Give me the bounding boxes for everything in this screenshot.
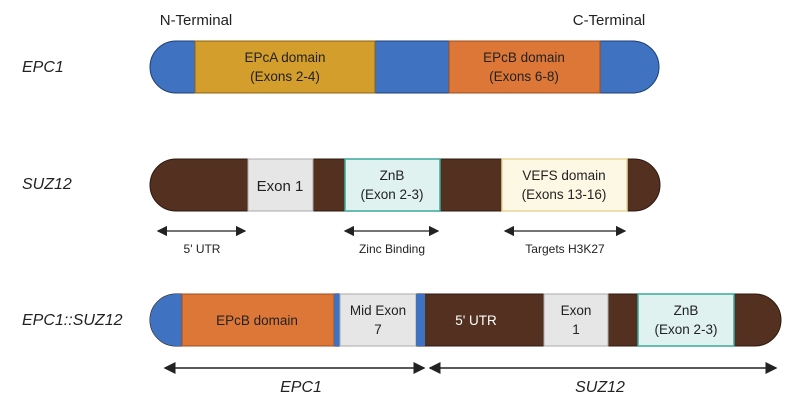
fusion-bar bbox=[149, 293, 782, 347]
fusion-exon1-box bbox=[543, 293, 609, 347]
fusion-blue-strip-right bbox=[416, 294, 425, 346]
fusion-znb-box bbox=[637, 293, 735, 347]
exon1-box bbox=[247, 158, 314, 212]
epc1-span-label: EPC1 bbox=[280, 379, 322, 396]
fusion-znb-exons-label: (Exon 2-3) bbox=[654, 322, 717, 337]
targets-label: Targets H3K27 bbox=[525, 242, 605, 256]
n-terminal-label: N-Terminal bbox=[160, 12, 233, 29]
fusion-exon-number: 1 bbox=[572, 322, 580, 337]
utr-label: 5' UTR bbox=[184, 242, 221, 256]
vefs-label: VEFS domain bbox=[522, 168, 605, 183]
fusion-blue-strip-left bbox=[334, 294, 340, 346]
vefs-exons-label: (Exons 13-16) bbox=[522, 187, 607, 202]
fusion-gene-label: EPC1::SUZ12 bbox=[22, 312, 123, 329]
znb-label: ZnB bbox=[380, 168, 405, 183]
fusion-epcb-label: EPcB domain bbox=[216, 313, 298, 328]
epcb-domain bbox=[448, 40, 601, 94]
vefs-box bbox=[501, 158, 628, 212]
suz12-gene-label: SUZ12 bbox=[22, 176, 72, 193]
fusion-exon-label: Exon bbox=[561, 303, 592, 318]
epc1-bar bbox=[149, 40, 660, 94]
fusion-mid-exon-box bbox=[339, 293, 417, 347]
fusion-utr-label: 5' UTR bbox=[455, 313, 497, 328]
fusion-mid-exon-number: 7 bbox=[374, 322, 382, 337]
fusion-mid-exon-label: Mid Exon bbox=[350, 303, 406, 318]
epc1-gene-label: EPC1 bbox=[22, 59, 64, 76]
exon1-label: Exon 1 bbox=[257, 178, 304, 195]
epca-domain bbox=[194, 40, 376, 94]
suz12-span-label: SUZ12 bbox=[575, 379, 625, 396]
fusion-epcb-box bbox=[181, 293, 335, 347]
zinc-binding-label: Zinc Binding bbox=[359, 242, 425, 256]
fusion-left-cap bbox=[150, 294, 182, 346]
epcb-exons-label: (Exons 6-8) bbox=[489, 69, 559, 84]
epca-domain-label: EPcA domain bbox=[244, 50, 325, 65]
fusion-znb-label: ZnB bbox=[674, 303, 699, 318]
c-terminal-label: C-Terminal bbox=[573, 12, 646, 29]
suz12-bar bbox=[149, 158, 661, 212]
znb-box bbox=[344, 158, 441, 212]
epcb-domain-label: EPcB domain bbox=[483, 50, 565, 65]
epca-exons-label: (Exons 2-4) bbox=[250, 69, 320, 84]
znb-exons-label: (Exon 2-3) bbox=[360, 187, 423, 202]
